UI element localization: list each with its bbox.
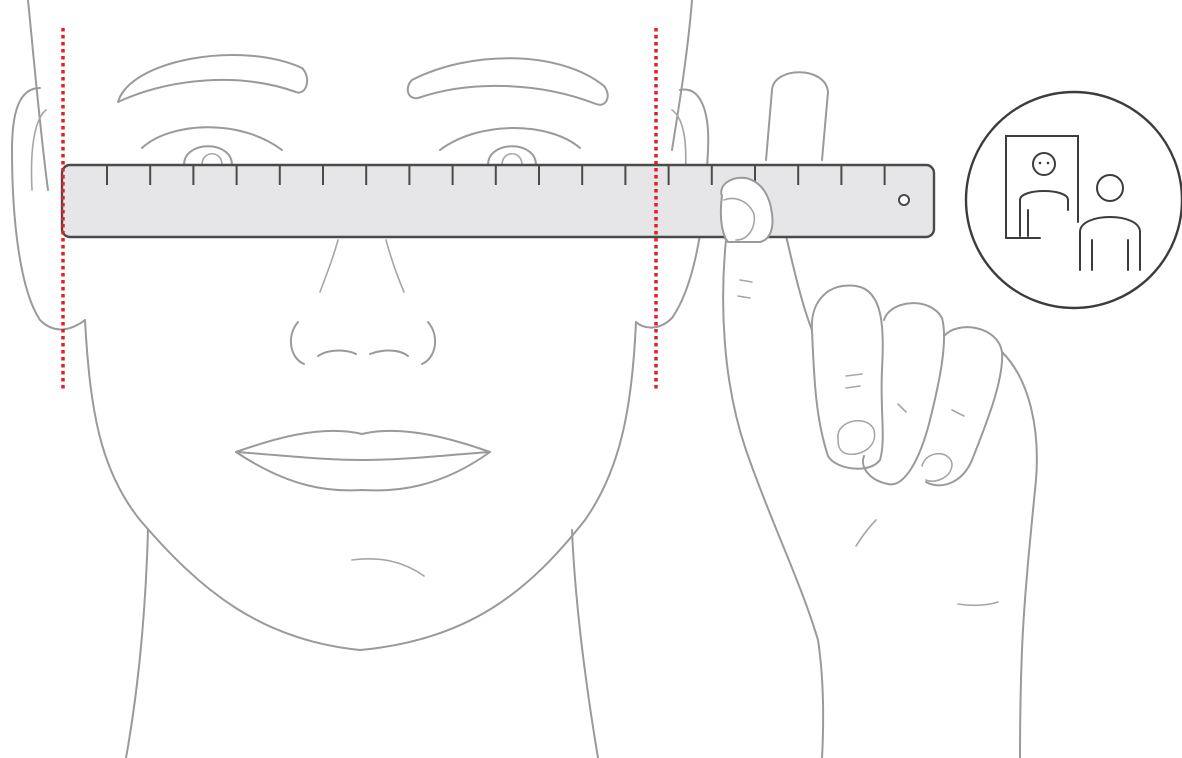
ring-finger (863, 303, 944, 484)
right-iris (488, 146, 536, 165)
neck-right (572, 530, 598, 758)
left-eyebrow (118, 55, 307, 102)
reflection-eye-left (1039, 162, 1042, 165)
palm-crease (856, 520, 876, 546)
middle-finger (812, 285, 883, 468)
little-finger (926, 327, 1002, 485)
right-pupil (502, 154, 522, 165)
jawline (85, 320, 636, 650)
left-iris (184, 146, 232, 165)
lip-line (236, 452, 490, 460)
little-fingernail (922, 454, 952, 481)
reflection-eye-right (1047, 162, 1050, 165)
nostril-right (370, 351, 408, 357)
hand-back (1002, 352, 1037, 758)
person-head (1097, 175, 1123, 201)
upper-lip (236, 431, 490, 452)
nose-right-wing (422, 322, 435, 364)
right-eyebrow (408, 58, 608, 105)
person-body (1080, 217, 1140, 270)
middle-fingernail (838, 421, 875, 455)
wrist-crease (958, 602, 998, 605)
nostril-left (318, 351, 356, 357)
nose-bridge-right (386, 240, 404, 292)
nose-bridge-left (320, 240, 338, 292)
chin-crease (352, 559, 424, 576)
mirror-person-icon (966, 92, 1182, 308)
lower-lip (236, 452, 490, 490)
ruler-icon (62, 165, 934, 237)
nose-left-wing (291, 322, 304, 364)
face-outline (12, 0, 708, 758)
finger-creases (846, 374, 964, 416)
neck-left (126, 530, 148, 758)
index-finger (766, 72, 828, 160)
left-pupil (202, 154, 222, 165)
icon-circle (966, 92, 1182, 308)
thumb-crease (738, 280, 752, 298)
ruler-hole (899, 195, 909, 205)
